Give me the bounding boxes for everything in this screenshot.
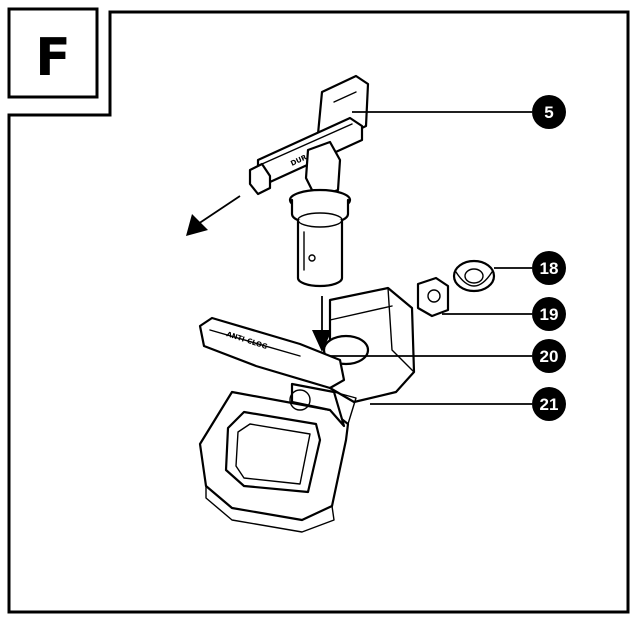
callout-18: 18 [532,251,566,285]
callout-21: 21 [532,387,566,421]
svg-text:5: 5 [544,103,553,122]
svg-text:20: 20 [540,347,559,366]
arrow-down-icon [312,296,332,352]
callout-20: 20 [532,339,566,373]
panel-letter: F [35,28,71,88]
arrow-left-down-icon [186,195,241,236]
svg-text:19: 19 [540,305,559,324]
gasket-part [416,276,450,318]
svg-text:21: 21 [540,395,559,414]
outer-frame [7,10,630,614]
seat-part [452,259,496,293]
callout-5: 5 [532,95,566,129]
callout-19: 19 [532,297,566,331]
svg-text:18: 18 [540,259,559,278]
tip-guard-housing: ANTI-CLOG [198,286,416,533]
panel-letter-box: F [7,7,99,99]
reversible-spray-tip: DURAMAX [248,74,370,288]
